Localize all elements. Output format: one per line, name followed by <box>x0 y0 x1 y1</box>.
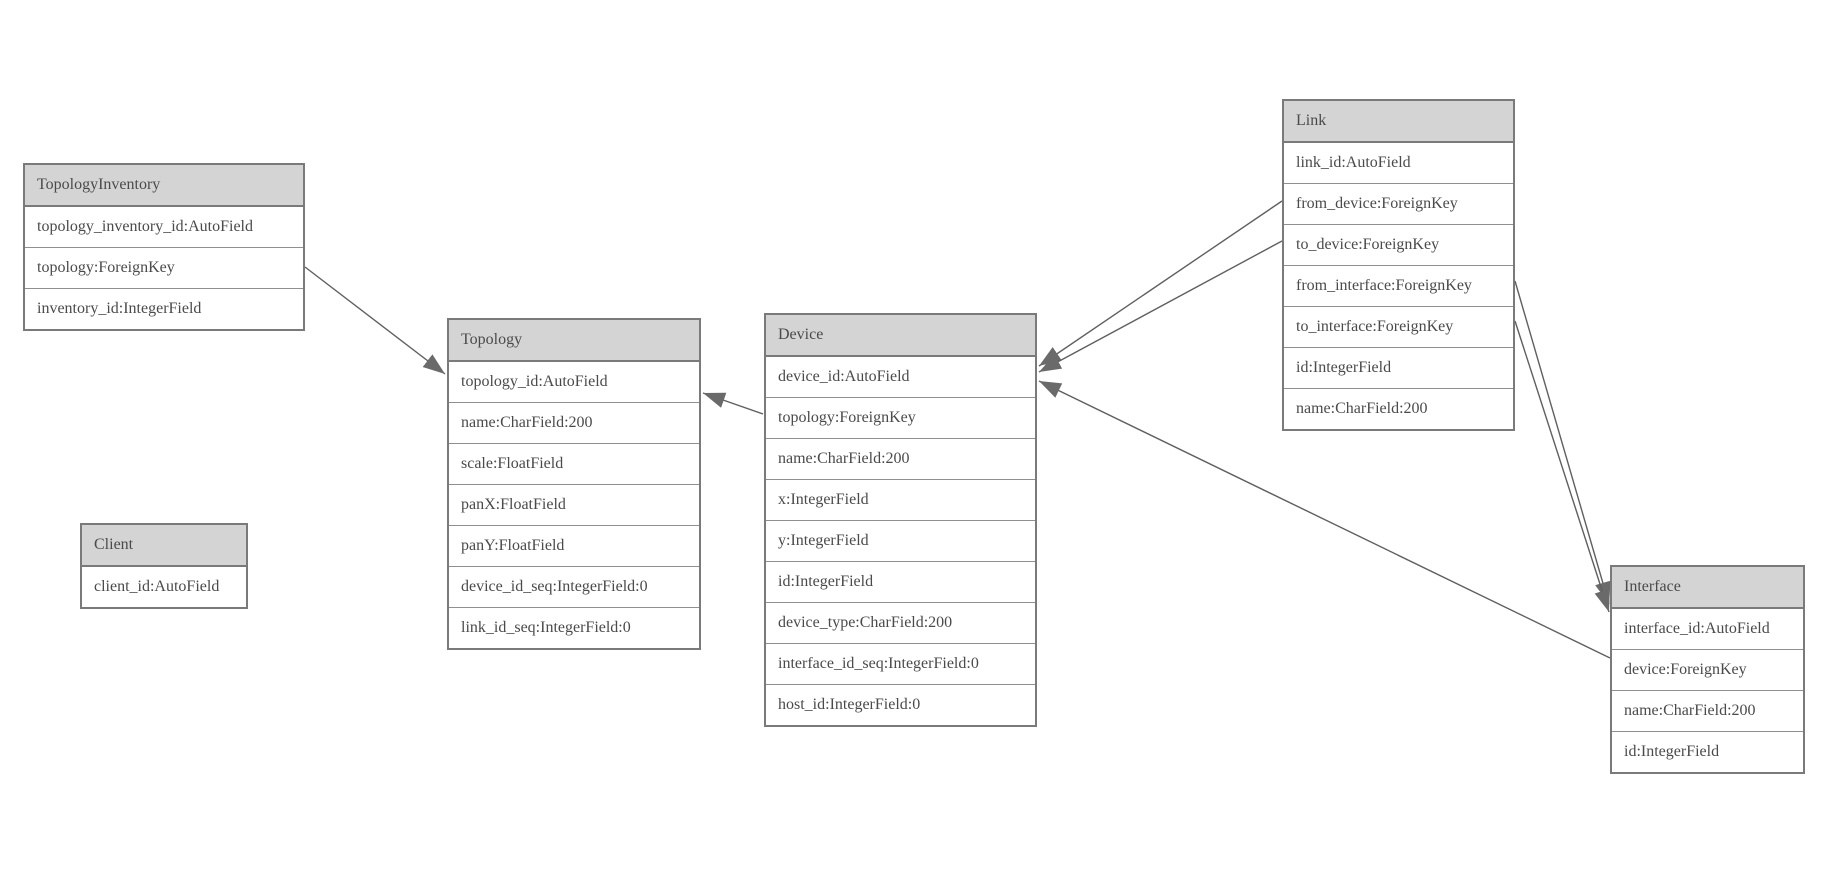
entity-field-link-1: from_device:ForeignKey <box>1284 183 1513 224</box>
entity-field-topology-1: name:CharField:200 <box>449 402 699 443</box>
entity-field-interface-3: id:IntegerField <box>1612 731 1803 772</box>
entity-field-topology-0: topology_id:AutoField <box>449 362 699 402</box>
entity-title-client: Client <box>82 525 246 567</box>
entity-field-topology-3: panX:FloatField <box>449 484 699 525</box>
entity-title-topology-inventory: TopologyInventory <box>25 165 303 207</box>
relationship-line-link-from-device-to-device <box>1038 200 1283 367</box>
entity-field-link-0: link_id:AutoField <box>1284 143 1513 183</box>
relationship-line-link-from-interface-to-interface <box>1514 280 1611 605</box>
entity-field-interface-0: interface_id:AutoField <box>1612 609 1803 649</box>
entity-field-topology-2: scale:FloatField <box>449 443 699 484</box>
entity-field-link-6: name:CharField:200 <box>1284 388 1513 429</box>
entity-field-device-7: interface_id_seq:IntegerField:0 <box>766 643 1035 684</box>
entity-field-link-5: id:IntegerField <box>1284 347 1513 388</box>
entity-field-device-0: device_id:AutoField <box>766 357 1035 397</box>
entity-field-device-4: y:IntegerField <box>766 520 1035 561</box>
entity-field-device-5: id:IntegerField <box>766 561 1035 602</box>
entity-field-interface-1: device:ForeignKey <box>1612 649 1803 690</box>
relationship-line-link-to-interface-to-interface <box>1514 320 1610 613</box>
entity-field-device-8: host_id:IntegerField:0 <box>766 684 1035 725</box>
entity-field-topology-5: device_id_seq:IntegerField:0 <box>449 566 699 607</box>
entity-field-client-0: client_id:AutoField <box>82 567 246 607</box>
entity-field-link-4: to_interface:ForeignKey <box>1284 306 1513 347</box>
entity-field-device-6: device_type:CharField:200 <box>766 602 1035 643</box>
entity-title-interface: Interface <box>1612 567 1803 609</box>
entity-field-link-2: to_device:ForeignKey <box>1284 224 1513 265</box>
relationship-line-link-to-device-to-device <box>1038 240 1283 373</box>
relationship-line-topology-inventory-topology-to-topology <box>304 266 446 375</box>
entity-field-topology-inventory-2: inventory_id:IntegerField <box>25 288 303 329</box>
entity-field-link-3: from_interface:ForeignKey <box>1284 265 1513 306</box>
entity-title-device: Device <box>766 315 1035 357</box>
entity-field-device-3: x:IntegerField <box>766 479 1035 520</box>
entity-field-device-2: name:CharField:200 <box>766 438 1035 479</box>
relationship-line-interface-device-to-device <box>1038 380 1611 659</box>
entity-title-topology: Topology <box>449 320 699 362</box>
entity-field-topology-inventory-0: topology_inventory_id:AutoField <box>25 207 303 247</box>
entity-field-interface-2: name:CharField:200 <box>1612 690 1803 731</box>
entity-field-topology-6: link_id_seq:IntegerField:0 <box>449 607 699 648</box>
entity-title-link: Link <box>1284 101 1513 143</box>
entity-field-device-1: topology:ForeignKey <box>766 397 1035 438</box>
relationship-line-device-topology-to-topology <box>702 392 764 415</box>
entity-field-topology-inventory-1: topology:ForeignKey <box>25 247 303 288</box>
entity-field-topology-4: panY:FloatField <box>449 525 699 566</box>
